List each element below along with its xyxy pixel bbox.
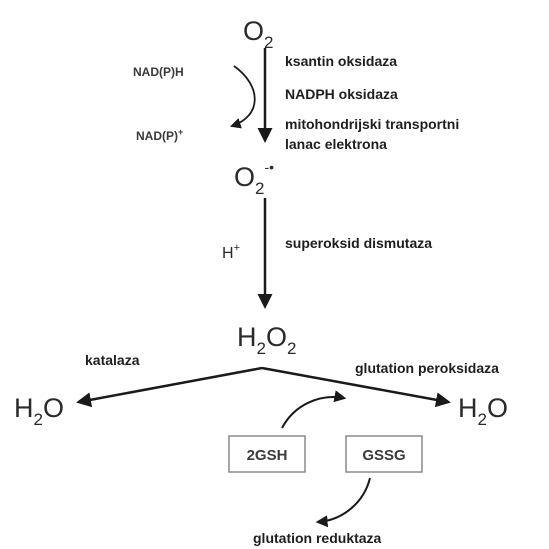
enzyme-superoxide-dismutase: superoksid dismutaza [285,235,432,251]
enzyme-xanthine-oxidase: ksantin oksidaza [285,53,397,69]
superoxide-label: O2-• [234,159,274,198]
enzyme-catalase: katalaza [85,352,140,368]
gsh-box [228,435,306,473]
proton-label: H+ [222,242,240,262]
enzyme-mito-line1: mitohondrijski transportni [285,116,459,132]
enzyme-glutathione-peroxidase: glutation peroksidaza [355,360,499,376]
cycle-arc-top [281,390,347,429]
nadp-label: NAD(P)+ [136,127,183,143]
gsh-label: 2GSH [247,447,288,464]
nadph-label: NAD(P)H [133,65,184,79]
cycle-arc-bottom [315,477,371,528]
gssg-label: GSSG [362,447,405,464]
h2o2-label: H2O2 [237,322,296,358]
o2-label: O2 [243,16,273,52]
water-left-label: H2O [14,393,64,429]
water-right-label: H2O [458,393,508,429]
arrow-h2o2-to-water-right [261,366,451,408]
arrow-h2o2-to-water-left [76,366,263,408]
enzyme-glutathione-reductase: glutation reduktaza [253,530,382,546]
enzyme-mito-line2: lanac elektrona [285,136,387,152]
gssg-box [345,435,423,473]
nadph-curve-arrow [229,65,256,129]
enzyme-nadph-oxidase: NADPH oksidaza [285,86,398,102]
